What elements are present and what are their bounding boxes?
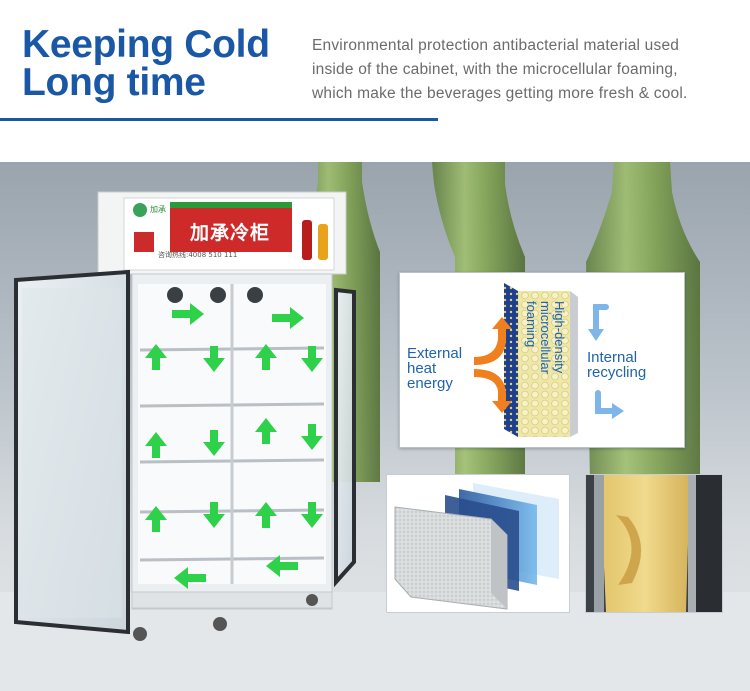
fan-icon	[247, 287, 263, 303]
airflow-arrow-icon	[203, 346, 225, 372]
headline-line-2: Long time	[22, 61, 206, 104]
fridge-hotline: 咨询热线:4008 510 111	[158, 251, 238, 259]
airflow-arrow-icon	[174, 567, 206, 589]
product-scene: 加承冷柜 加承 咨询热线:4008 510 111	[0, 162, 750, 691]
airflow-arrow-icon	[145, 344, 167, 370]
airflow-arrow-icon	[172, 303, 204, 325]
description-line-1: Environmental protection antibacterial m…	[312, 37, 680, 54]
soda-bottle-icon	[302, 220, 312, 260]
foam-label: High-density microcellular foaming	[524, 301, 567, 374]
foam-cross-section-graphic	[586, 475, 722, 612]
caster-wheel-icon	[213, 617, 227, 631]
fan-icon	[167, 287, 183, 303]
fridge-sign-text: 加承冷柜	[190, 222, 271, 244]
caster-wheel-icon	[306, 594, 318, 606]
header: Keeping Cold Long time Environmental pro…	[0, 0, 750, 150]
airflow-arrow-icon	[301, 502, 323, 528]
airflow-arrow-icon	[301, 346, 323, 372]
airflow-arrow-icon	[145, 506, 167, 532]
headline-line-1: Keeping Cold	[22, 23, 270, 66]
headline: Keeping Cold Long time	[22, 23, 270, 104]
heat-arrows	[474, 317, 512, 413]
fridge-brand: 加承	[150, 205, 166, 214]
header-divider	[0, 118, 438, 121]
insulation-diagram: External heat energy Internal recycling …	[399, 272, 685, 448]
outer-wall	[504, 283, 518, 437]
airflow-arrow-icon	[255, 502, 277, 528]
heat-arrow-icon	[474, 369, 512, 413]
airflow-arrows	[145, 303, 323, 589]
airflow-arrow-icon	[266, 555, 298, 577]
brand-logo-icon	[133, 203, 147, 217]
description: Environmental protection antibacterial m…	[312, 34, 742, 106]
refrigerator	[14, 191, 356, 641]
airflow-arrow-icon	[301, 424, 323, 450]
external-heat-label: External heat energy	[407, 345, 463, 392]
heat-arrow-icon	[474, 317, 512, 365]
caster-wheel-icon	[133, 627, 147, 641]
qr-code-icon	[134, 232, 154, 252]
internal-recycling-label: Internal recycling	[587, 349, 647, 381]
fan-icon	[210, 287, 226, 303]
airflow-arrow-icon	[255, 344, 277, 370]
insulation-graphic	[474, 283, 624, 437]
airflow-arrow-icon	[203, 502, 225, 528]
recycling-arrows	[593, 304, 617, 414]
description-line-3: which make the beverages getting more fr…	[312, 85, 688, 102]
foam-cross-section-image	[585, 474, 723, 613]
layer-structure-image	[386, 474, 570, 613]
inner-wall	[570, 291, 578, 437]
recycle-arrow-icon	[593, 304, 609, 334]
soda-bottle-icon	[318, 224, 328, 260]
airflow-arrow-icon	[145, 432, 167, 458]
description-line-2: inside of the cabinet, with the microcel…	[312, 61, 678, 78]
airflow-arrow-icon	[272, 307, 304, 329]
airflow-arrow-icon	[255, 418, 277, 444]
layer-structure-graphic	[394, 483, 559, 610]
airflow-arrow-icon	[203, 430, 225, 456]
recycle-arrow-icon	[595, 390, 617, 414]
foam-layer	[518, 291, 570, 437]
